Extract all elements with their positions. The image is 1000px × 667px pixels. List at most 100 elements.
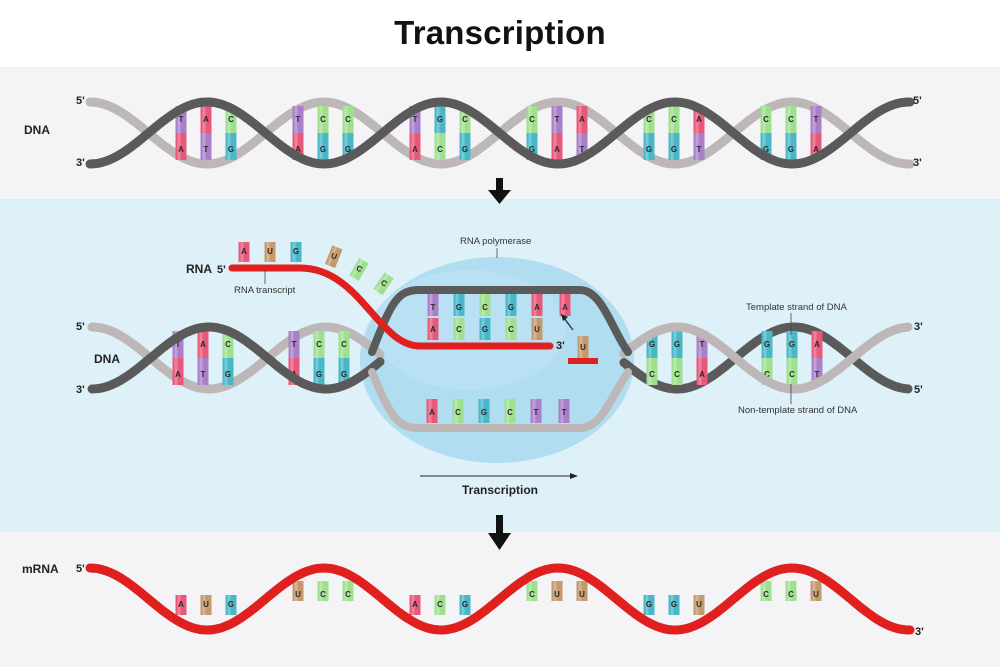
base-letter: G (646, 600, 652, 609)
base-highlight (428, 399, 432, 423)
base-body (338, 358, 350, 385)
base-letter: G (671, 600, 677, 609)
right-strand-light (619, 322, 913, 394)
dna2-end-top-left: 5' (76, 321, 85, 333)
base-letter: T (534, 408, 539, 417)
base-highlight (315, 331, 319, 358)
base-highlight (199, 358, 203, 385)
base-body (811, 331, 823, 358)
base-letter: A (696, 115, 702, 124)
base-letter: A (203, 115, 209, 124)
base-C-block: C (786, 358, 798, 385)
base-letter: T (697, 145, 702, 154)
base-body (175, 106, 187, 133)
base-highlight (227, 106, 231, 133)
base-A-block: A (172, 358, 184, 385)
base-letter: C (437, 600, 443, 609)
base-letter: C (788, 590, 794, 599)
base-highlight (673, 331, 677, 358)
base-G-block: G (505, 294, 517, 316)
base-body (292, 106, 304, 133)
base-body (760, 581, 772, 601)
base-body (577, 336, 589, 358)
base-body (668, 133, 680, 160)
base-letter: G (508, 303, 514, 312)
base-T-block: T (197, 358, 209, 385)
base-body (643, 133, 655, 160)
base-body (526, 106, 538, 133)
base-letter: T (296, 115, 301, 124)
base-body (373, 272, 394, 296)
base-highlight (528, 133, 532, 160)
base-A-block: A (531, 294, 543, 316)
dna-end-top-left: 5' (76, 95, 85, 107)
base-highlight (481, 318, 485, 340)
base-C-block: C (526, 106, 538, 133)
down-arrow-icon (488, 178, 511, 204)
base-highlight (227, 595, 231, 615)
base-C-block: C (222, 331, 234, 358)
base-highlight (319, 581, 323, 601)
base-highlight (528, 581, 532, 601)
base-body (264, 242, 276, 262)
base-body (810, 106, 822, 133)
base-highlight (788, 331, 792, 358)
base-letter: U (330, 251, 339, 262)
base-C-block: C (643, 106, 655, 133)
base-G-block: G (760, 133, 772, 160)
base-letter: G (482, 325, 488, 334)
base-A-block: A (551, 133, 563, 160)
base-letter: C (508, 325, 514, 334)
base-body (292, 133, 304, 160)
base-G-block: G (643, 595, 655, 615)
base-highlight (290, 331, 294, 358)
base-letter: A (562, 303, 568, 312)
base-letter: C (788, 115, 794, 124)
transcription-direction-label: Transcription (462, 483, 538, 497)
base-letter: T (814, 115, 819, 124)
base-body (222, 331, 234, 358)
base-body (693, 595, 705, 615)
base-letter: A (813, 145, 819, 154)
base-A-block: A (292, 133, 304, 160)
base-highlight (532, 399, 536, 423)
base-highlight (561, 294, 565, 316)
base-highlight (344, 106, 348, 133)
base-A-block: A (811, 331, 823, 358)
template-strand-label: Template strand of DNA (746, 302, 848, 313)
base-letter: C (341, 340, 347, 349)
base-letter: C (320, 115, 326, 124)
base-G-block: G (671, 331, 683, 358)
base-highlight (787, 133, 791, 160)
base-letter: C (763, 590, 769, 599)
base-highlight (670, 106, 674, 133)
base-highlight (787, 106, 791, 133)
base-letter: G (764, 340, 770, 349)
base-letter: C (671, 115, 677, 124)
incoming-arrow-line (563, 317, 574, 331)
base-letter: C (649, 370, 655, 379)
base-letter: A (412, 600, 418, 609)
dna-end-bottom-left: 3' (76, 157, 85, 169)
base-letter: C (437, 145, 443, 154)
base-G-block: G (478, 399, 490, 423)
dna2-end-bottom-right: 5' (914, 384, 923, 396)
page-title: Transcription (394, 14, 606, 51)
base-body (197, 358, 209, 385)
base-body (696, 331, 708, 358)
base-C-block: C (338, 331, 350, 358)
base-body (810, 133, 822, 160)
base-letter: G (228, 145, 234, 154)
base-highlight (578, 581, 582, 601)
base-body (222, 358, 234, 385)
base-G-block: G (313, 358, 325, 385)
base-highlight (177, 595, 181, 615)
base-body (530, 399, 542, 423)
base-U-block: U (324, 245, 343, 269)
base-letter: G (456, 303, 462, 312)
base-A-block: A (409, 595, 421, 615)
base-highlight (224, 331, 228, 358)
base-T-block: T (576, 133, 588, 160)
base-body (317, 106, 329, 133)
